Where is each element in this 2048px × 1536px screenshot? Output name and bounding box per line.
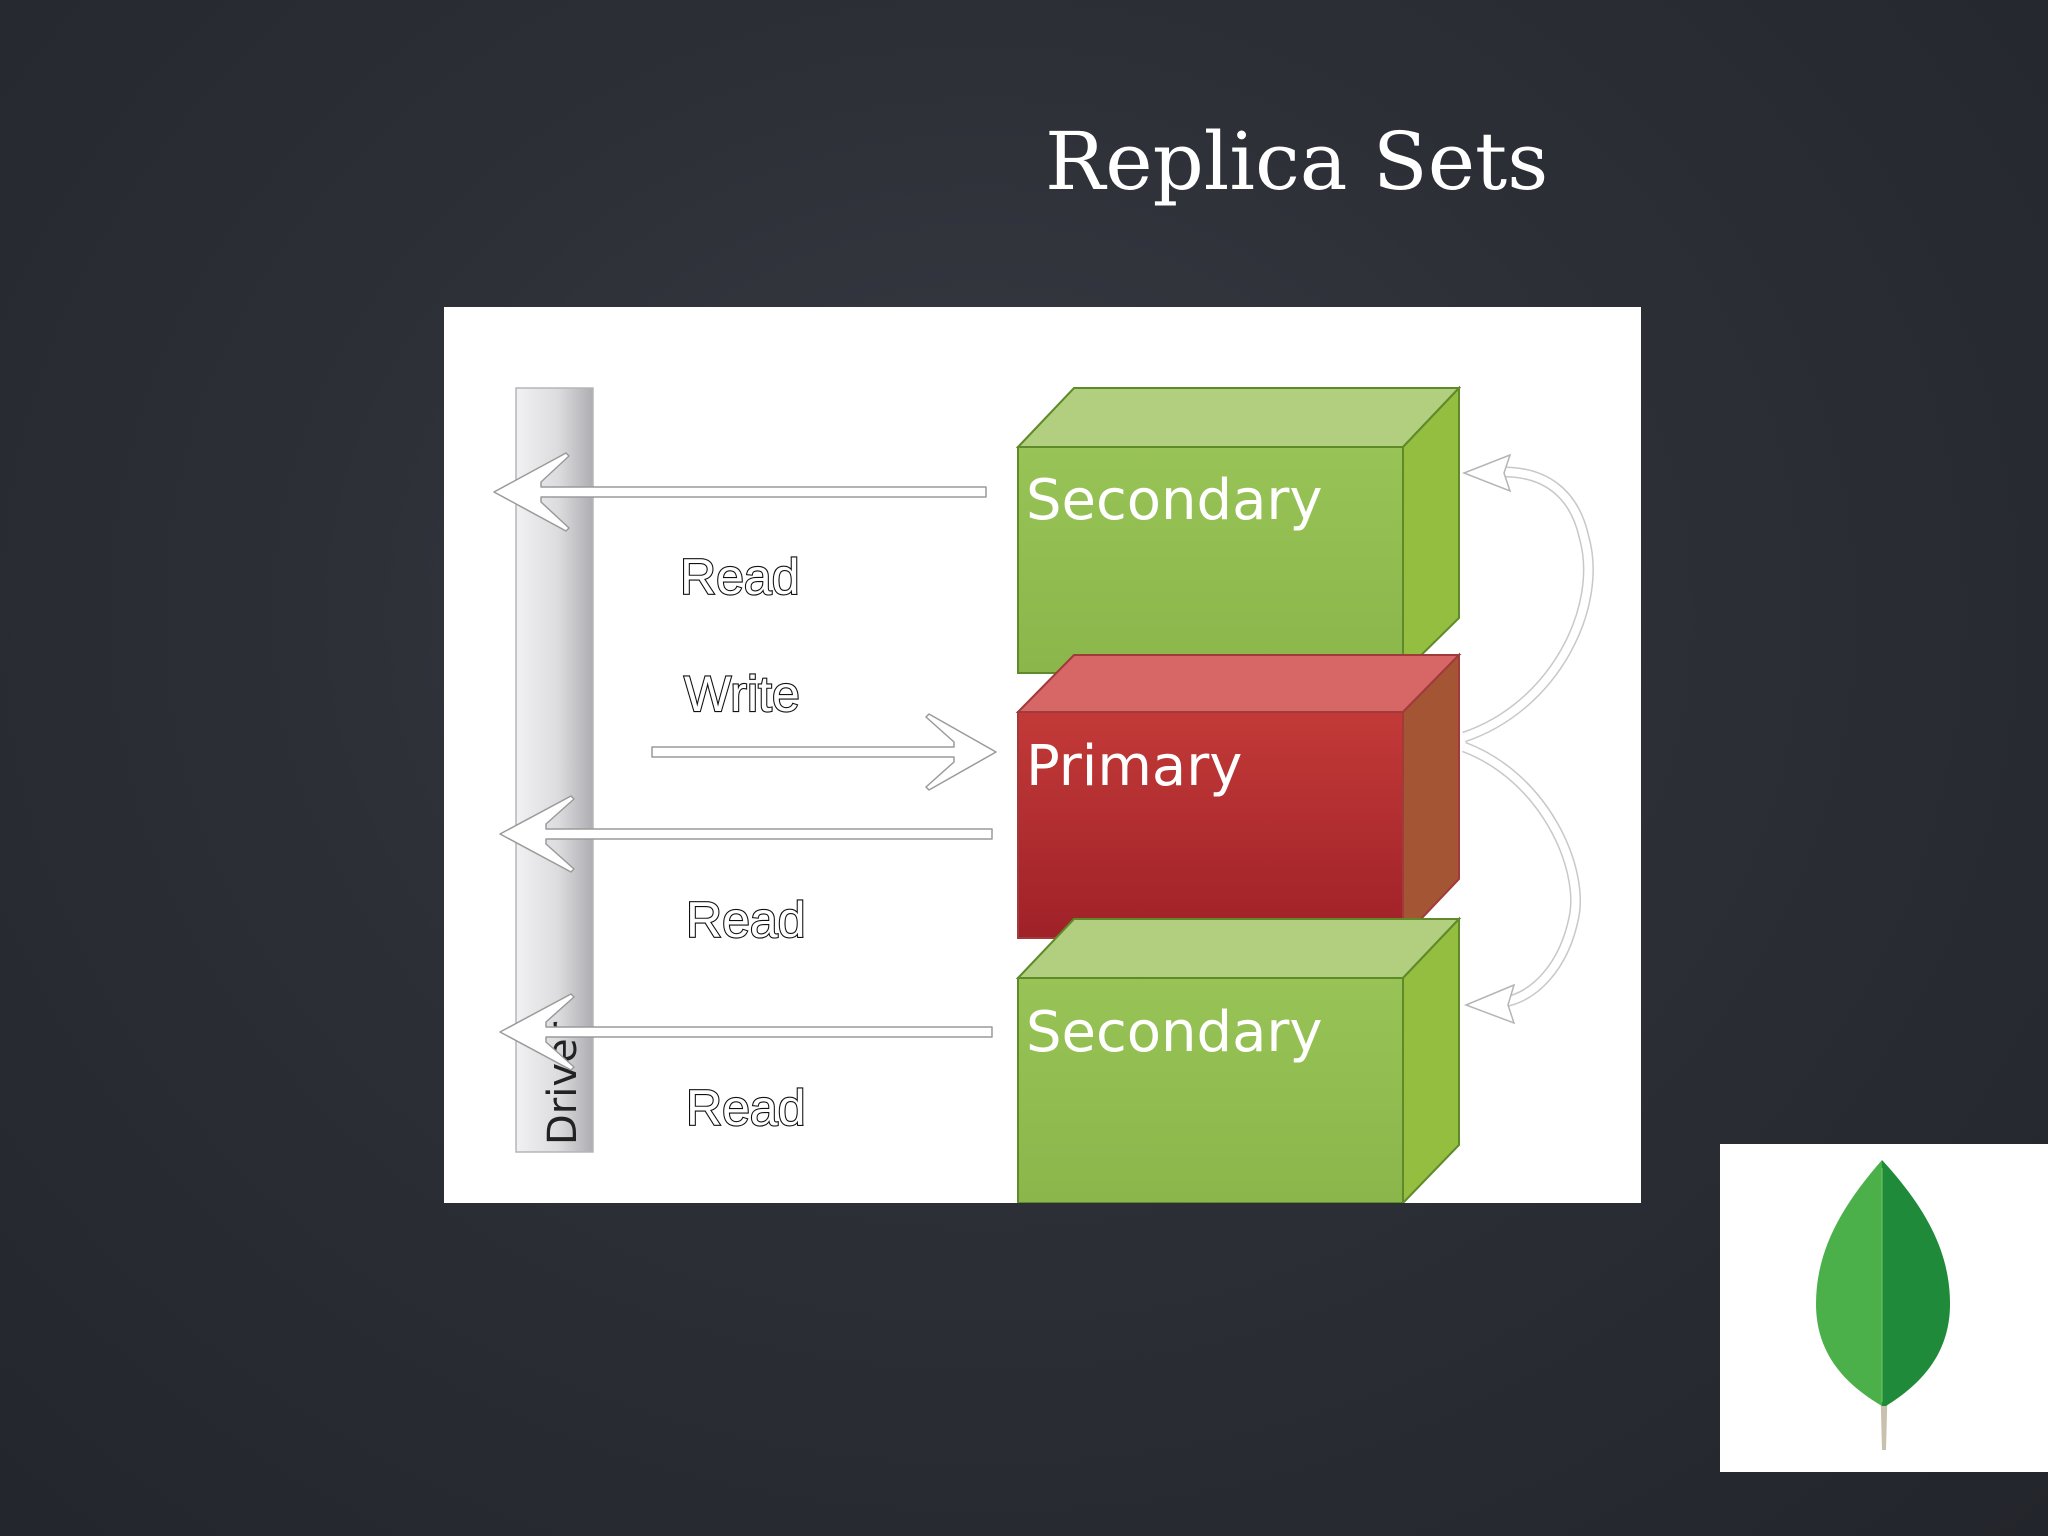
node-label-primary: Primary — [1026, 734, 1242, 799]
node-label-secondary-top: Secondary — [1026, 468, 1323, 533]
mongodb-leaf-icon — [1816, 1160, 1950, 1450]
write-arrow: Write — [651, 665, 997, 791]
read-label-top: Read — [680, 549, 800, 605]
read-arrow-middle: Read — [499, 795, 993, 949]
replica-set-diagram: Driver Secondary Primary Secondary Read — [444, 307, 1641, 1203]
node-secondary-top: Secondary — [1015, 385, 1462, 676]
page-title: Replica Sets — [1045, 115, 1549, 208]
node-label-secondary-bottom: Secondary — [1026, 1000, 1323, 1065]
write-label: Write — [684, 666, 800, 722]
read-arrow-top: Read — [493, 452, 987, 606]
mongodb-logo — [1720, 1144, 2048, 1472]
driver-label: Driver — [540, 1021, 586, 1145]
read-arrow-bottom: Read — [499, 993, 993, 1137]
node-primary: Primary — [1015, 652, 1462, 941]
read-label-middle: Read — [686, 892, 806, 948]
read-label-bottom: Read — [686, 1080, 806, 1136]
replication-arrow-to-bottom-secondary — [1462, 741, 1581, 1025]
replication-arrow-to-top-secondary — [1461, 453, 1594, 743]
node-secondary-bottom: Secondary — [1015, 916, 1462, 1203]
